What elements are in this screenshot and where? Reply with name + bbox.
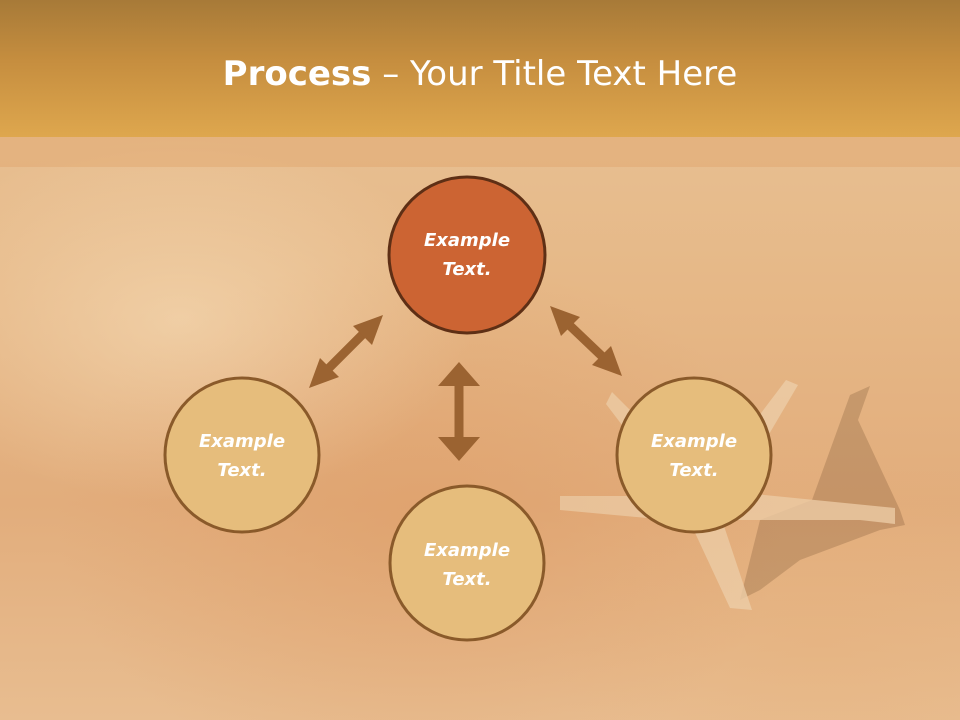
node-top-line2: Text. (442, 259, 491, 280)
arrow-top-left (309, 315, 383, 388)
title-bold: Process (222, 54, 372, 94)
node-bottom: Example Text. (388, 484, 546, 642)
node-top: Example Text. (387, 175, 547, 335)
node-right-line1: Example (651, 431, 737, 452)
title-band (0, 137, 960, 167)
node-right: Example Text. (615, 376, 773, 534)
arrow-top-bottom (438, 362, 480, 461)
title-separator: – (371, 54, 411, 94)
node-left-line2: Text. (217, 460, 266, 481)
node-left-line1: Example (199, 431, 285, 452)
node-bottom-line1: Example (424, 540, 510, 561)
node-top-line1: Example (424, 230, 510, 251)
title-rest: Your Title Text Here (410, 54, 738, 94)
node-left: Example Text. (163, 376, 321, 534)
node-bottom-line2: Text. (442, 569, 491, 590)
slide-title: Process – Your Title Text Here (0, 50, 960, 98)
arrow-top-right (550, 306, 622, 376)
title-bar (0, 0, 960, 137)
node-right-line2: Text. (669, 460, 718, 481)
